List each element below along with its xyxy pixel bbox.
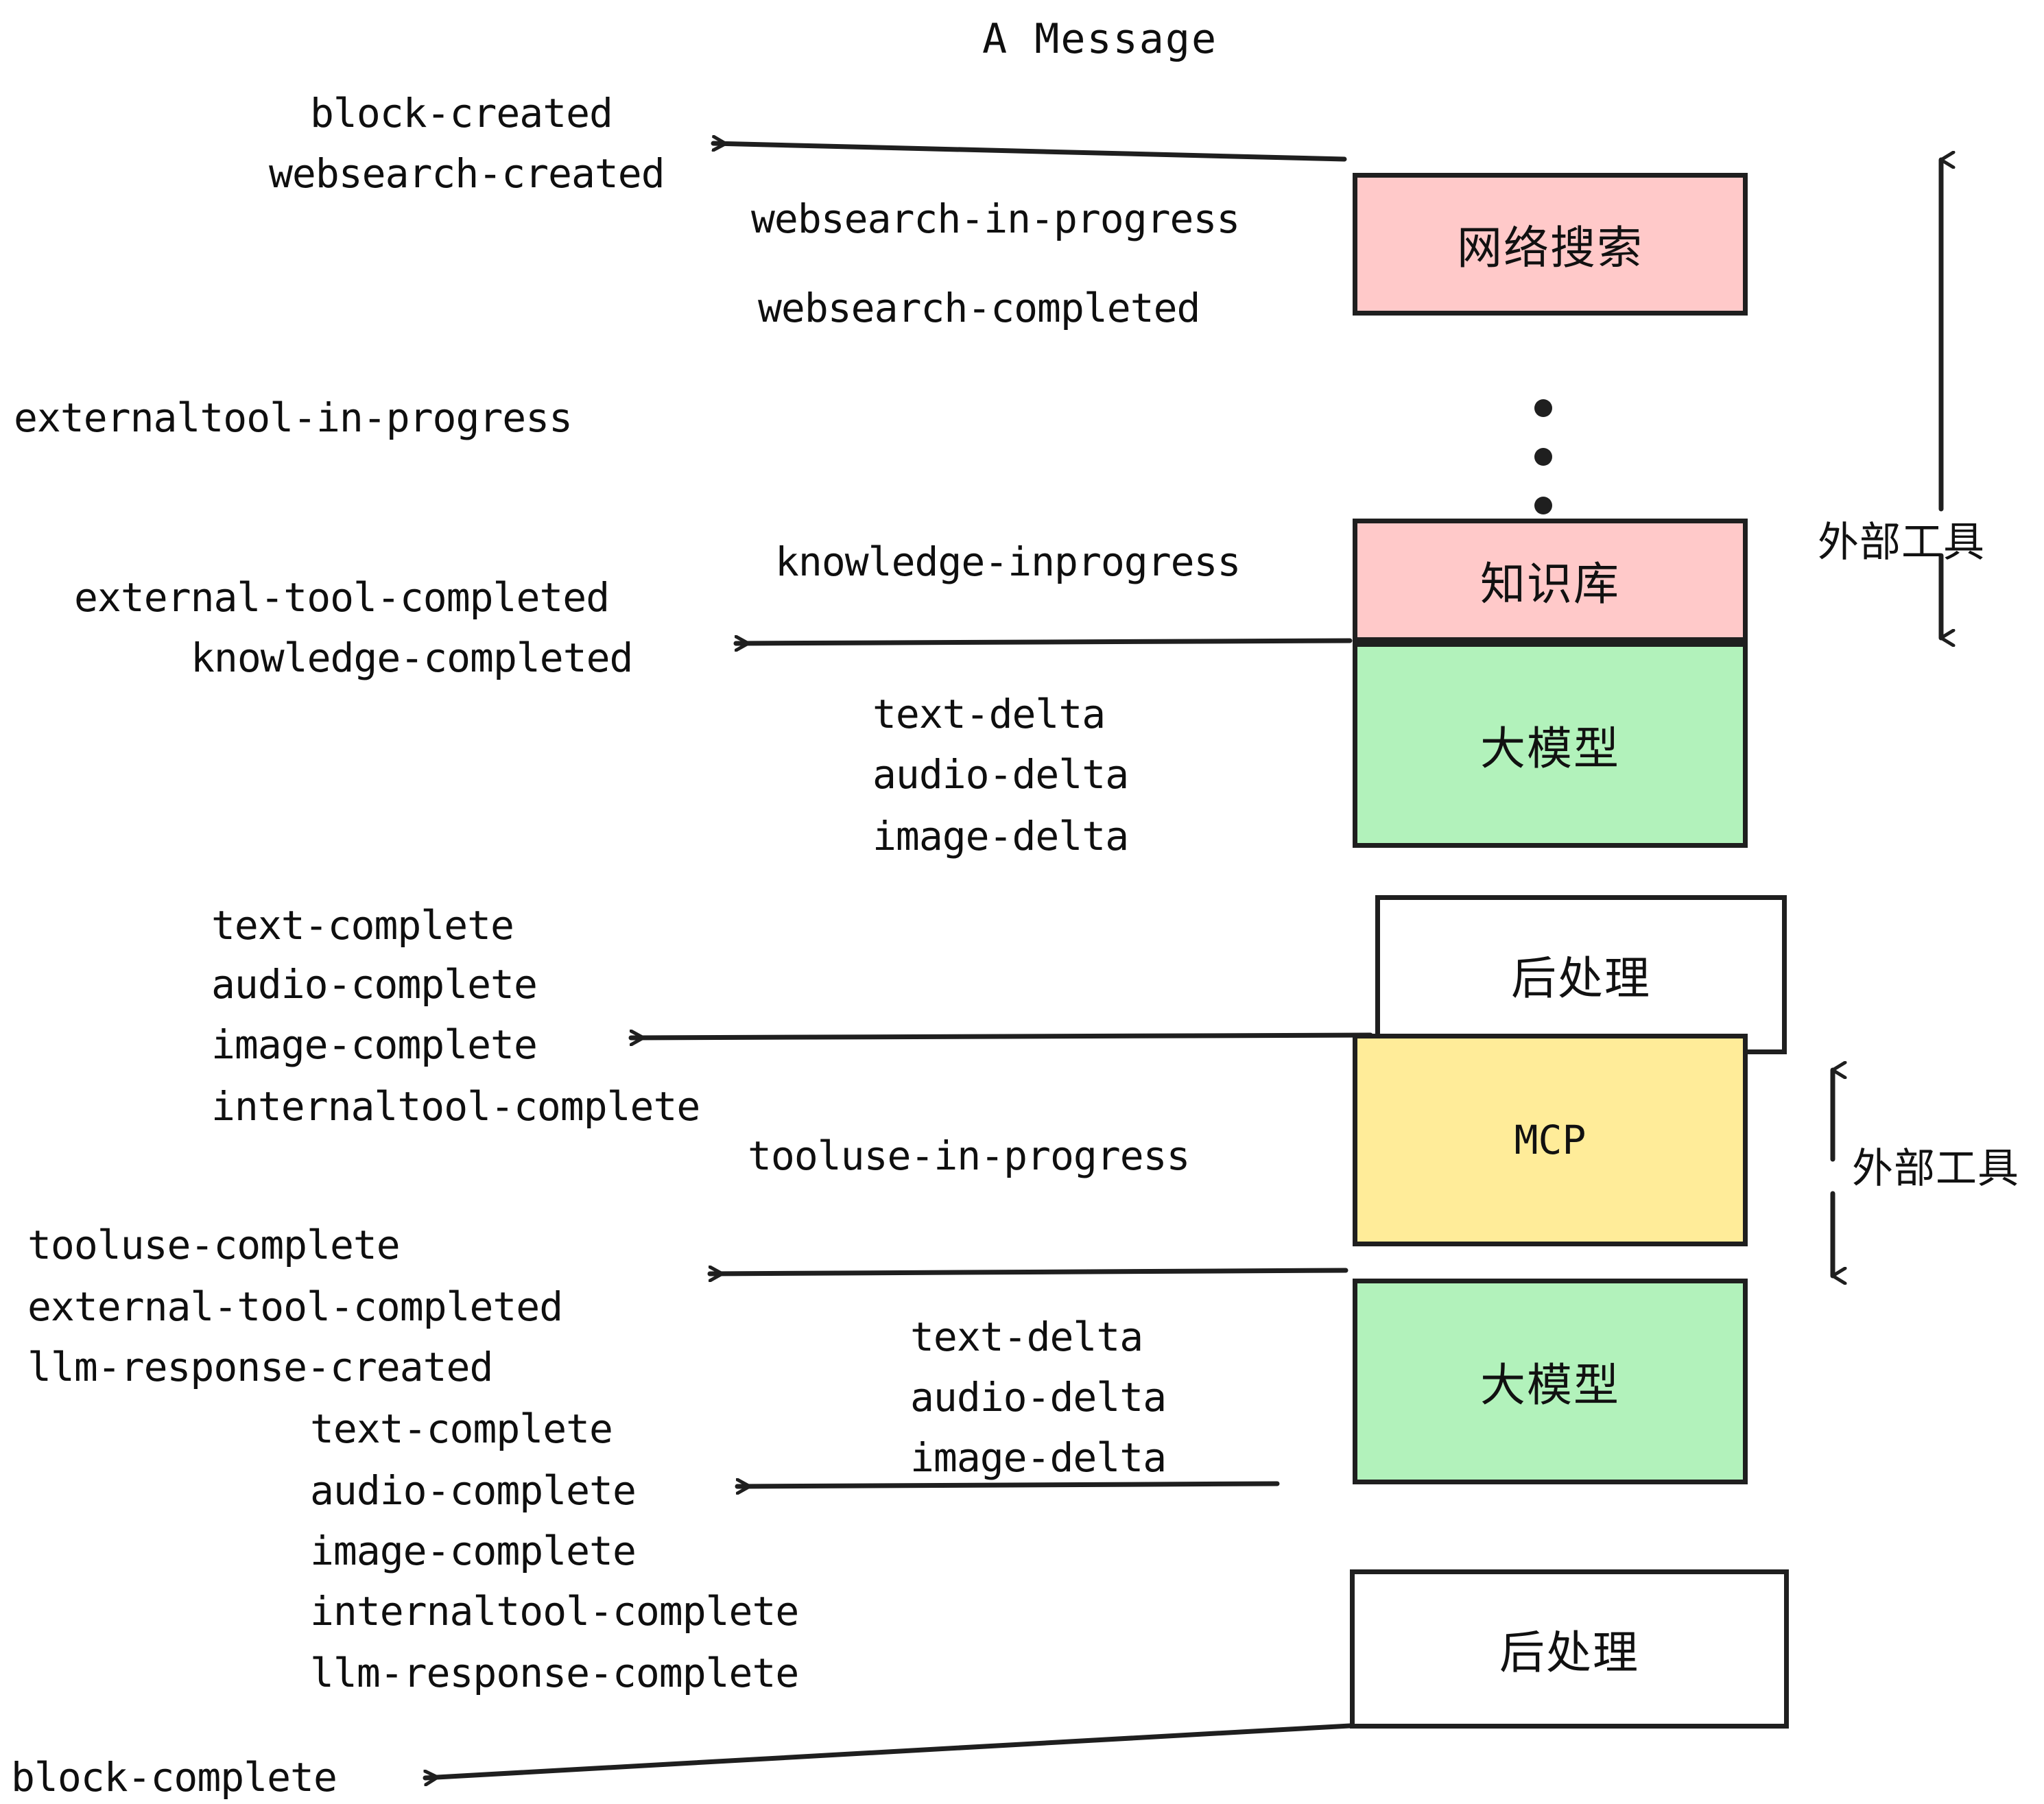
node-mcp[interactable]: MCP: [1353, 1034, 1748, 1246]
event-audio-delta-2: audio-delta: [910, 1374, 1167, 1421]
event-websearch-created: websearch-created: [269, 150, 665, 197]
node-llm-1-label: 大模型: [1480, 722, 1620, 775]
event-tooluse-in-progress: tooluse-in-progress: [748, 1132, 1190, 1179]
arrow-knowledge-to-completed: [733, 641, 1353, 643]
event-audio-delta-1: audio-delta: [872, 751, 1129, 798]
event-external-tool-completed-2: external-tool-completed: [27, 1283, 563, 1330]
node-llm-2[interactable]: 大模型: [1353, 1279, 1748, 1484]
event-websearch-in-progress: websearch-in-progress: [751, 195, 1240, 242]
event-image-delta-2: image-delta: [910, 1434, 1167, 1481]
ellipsis-dot-1: [1534, 399, 1552, 417]
node-postprocess-1-label: 后处理: [1511, 952, 1651, 1005]
event-text-complete-2: text-complete: [310, 1405, 613, 1452]
arrow-websearch-to-created: [711, 143, 1347, 162]
event-internaltool-complete-2: internaltool-complete: [310, 1588, 799, 1635]
node-mcp-label: MCP: [1514, 1117, 1587, 1163]
arrow-llm2-to-audio-complete: [735, 1484, 1280, 1486]
node-postprocess-2-label: 后处理: [1499, 1626, 1639, 1679]
ellipsis-dot-3: [1534, 497, 1552, 514]
arrow-postprocess2-to-block-complete: [423, 1723, 1353, 1778]
label-external-tools-top: 外部工具: [1818, 519, 1985, 567]
event-image-delta-1: image-delta: [872, 813, 1129, 859]
node-llm-1[interactable]: 大模型: [1353, 642, 1748, 848]
node-postprocess-1[interactable]: 后处理: [1375, 895, 1787, 1054]
event-text-complete-1: text-complete: [211, 902, 514, 949]
node-knowledge[interactable]: 知识库: [1353, 519, 1748, 642]
event-llm-response-complete: llm-response-complete: [310, 1650, 799, 1696]
event-image-complete-2: image-complete: [310, 1528, 637, 1574]
node-websearch[interactable]: 网络搜索: [1353, 173, 1748, 316]
event-audio-complete-1: audio-complete: [211, 961, 538, 1008]
arrow-mcp-to-tooluse-complete: [707, 1270, 1348, 1274]
event-internaltool-complete-1: internaltool-complete: [211, 1083, 700, 1130]
event-block-created: block-created: [310, 90, 613, 137]
event-audio-complete-2: audio-complete: [310, 1467, 637, 1514]
diagram-title: A Message: [982, 15, 1218, 63]
arrow-postprocess1-to-image-complete: [628, 1035, 1373, 1038]
node-llm-2-label: 大模型: [1480, 1359, 1620, 1412]
event-external-tool-completed-1: external-tool-completed: [74, 574, 610, 621]
event-image-complete-1: image-complete: [211, 1021, 538, 1068]
event-tooluse-complete: tooluse-complete: [27, 1222, 401, 1268]
label-external-tools-bottom: 外部工具: [1852, 1145, 2019, 1193]
event-llm-response-created: llm-response-created: [27, 1344, 493, 1390]
ellipsis-dot-2: [1534, 448, 1552, 466]
event-text-delta-2: text-delta: [910, 1314, 1143, 1360]
event-externaltool-in-progress: externaltool-in-progress: [14, 394, 573, 441]
event-text-delta-1: text-delta: [872, 691, 1106, 737]
node-postprocess-2[interactable]: 后处理: [1350, 1569, 1789, 1729]
event-websearch-completed: websearch-completed: [758, 285, 1200, 331]
event-knowledge-completed: knowledge-completed: [191, 634, 633, 681]
node-knowledge-label: 知识库: [1480, 558, 1620, 610]
event-knowledge-inprogress: knowledge-inprogress: [775, 538, 1241, 585]
node-websearch-label: 网络搜索: [1457, 222, 1643, 274]
event-block-complete: block-complete: [11, 1754, 337, 1801]
